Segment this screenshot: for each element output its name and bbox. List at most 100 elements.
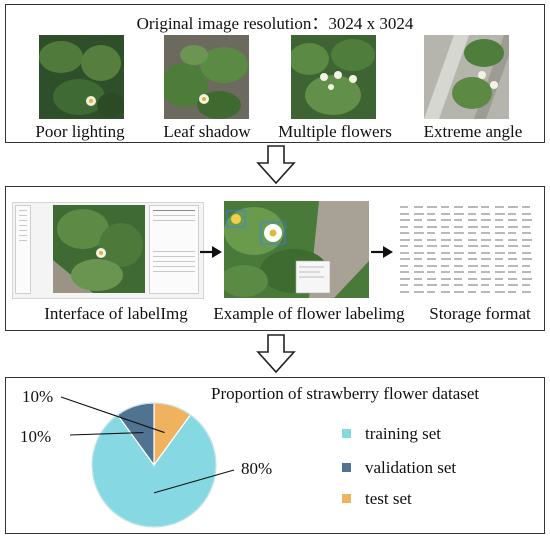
- storage-file-entry: [400, 232, 409, 234]
- storage-file-entry: [521, 212, 531, 215]
- storage-file-entry: [400, 290, 409, 293]
- labelimg-interface-screenshot: [12, 202, 204, 299]
- storage-file-entry: [481, 271, 490, 273]
- storage-file-entry: [494, 219, 503, 221]
- storage-file-entry: [454, 258, 462, 260]
- storage-file-entry: [494, 225, 504, 228]
- storage-file-entry: [467, 232, 476, 234]
- storage-file-entry: [508, 232, 516, 234]
- storage-file-entry: [427, 206, 437, 208]
- storage-file-entry: [454, 290, 464, 293]
- storage-file-entry: [400, 284, 408, 286]
- storage-file-entry: [440, 225, 449, 228]
- storage-file-entry: [494, 284, 504, 286]
- storage-file-entry: [521, 238, 532, 241]
- storage-file-entry: [508, 212, 516, 215]
- storage-file-entry: [427, 290, 435, 293]
- storage-file-entry: [494, 232, 505, 234]
- storage-file-entry: [440, 277, 451, 280]
- storage-file-entry: [400, 264, 408, 267]
- storage-file-entry: [494, 245, 504, 247]
- storage-file-entry: [454, 232, 464, 234]
- dataset-proportion-panel: Proportion of strawberry flower dataset …: [5, 377, 545, 534]
- storage-file-entry: [467, 290, 476, 293]
- storage-file-entry: [427, 264, 437, 267]
- storage-file-entry: [413, 277, 422, 280]
- storage-file-entry: [508, 225, 518, 228]
- storage-file-entry: [467, 212, 476, 215]
- storage-file-entry: [400, 212, 409, 215]
- legend-item-test: test set: [342, 489, 412, 509]
- storage-file-entry: [481, 238, 491, 241]
- storage-file-entry: [427, 251, 435, 254]
- storage-file-entry: [400, 251, 409, 254]
- pct-label-test: 10%: [22, 387, 54, 406]
- storage-file-entry: [467, 206, 478, 208]
- storage-file-entry: [467, 245, 478, 247]
- caption-labelimg-interface: Interface of labelImg: [44, 304, 188, 323]
- caption-storage-format: Storage format: [429, 304, 531, 323]
- storage-file-entry: [413, 271, 424, 273]
- storage-file-entry: [508, 251, 516, 254]
- storage-file-entry: [413, 258, 422, 260]
- storage-file-entry: [467, 225, 478, 228]
- storage-file-entry: [467, 219, 477, 221]
- storage-file-entry: [427, 271, 435, 273]
- pie-chart: [60, 396, 235, 528]
- storage-file-entry: [467, 251, 476, 254]
- storage-file-entry: [494, 271, 505, 273]
- storage-file-entry: [440, 206, 449, 208]
- storage-file-entry: [494, 277, 503, 280]
- storage-file-entry: [427, 277, 436, 280]
- storage-file-entry: [521, 284, 530, 286]
- storage-file-entry: [481, 245, 489, 247]
- storage-file-entry: [400, 271, 409, 273]
- storage-file-entry: [400, 219, 410, 221]
- caption-multiple-flowers: Multiple flowers: [278, 122, 392, 141]
- storage-file-entry: [494, 206, 504, 208]
- storage-file-entry: [413, 212, 424, 215]
- storage-file-entry: [521, 232, 531, 234]
- storage-file-entry: [494, 212, 505, 215]
- legend-item-validation: validation set: [342, 458, 456, 478]
- resolution-title: Original image resolution：3024 x 3024: [136, 14, 414, 33]
- storage-file-entry: [413, 284, 423, 286]
- storage-format-grid: [396, 203, 536, 297]
- storage-file-entry: [494, 264, 504, 267]
- storage-file-entry: [521, 277, 532, 280]
- storage-file-entry: [454, 238, 462, 241]
- storage-file-entry: [454, 212, 464, 215]
- storage-file-entry: [413, 238, 422, 241]
- storage-file-entry: [494, 251, 505, 254]
- pie-outline: [91, 402, 217, 528]
- storage-file-entry: [413, 264, 423, 267]
- storage-file-entry: [481, 264, 489, 267]
- legend-label-training: training set: [365, 424, 442, 443]
- storage-file-entry: [440, 232, 450, 234]
- storage-file-entry: [521, 225, 530, 228]
- chart-title: Proportion of strawberry flower dataset: [211, 384, 480, 403]
- storage-file-entry: [508, 219, 517, 221]
- storage-file-entry: [400, 258, 410, 260]
- storage-file-entry: [440, 271, 450, 273]
- storage-file-entry: [467, 258, 477, 260]
- legend-swatch-test: [342, 493, 351, 503]
- storage-file-entry: [521, 251, 531, 254]
- legend-swatch-validation: [342, 462, 351, 472]
- labelimg-canvas-image: [53, 205, 145, 293]
- storage-file-entry: [413, 290, 424, 293]
- caption-flower-labeling: Example of flower labelimg: [213, 304, 405, 323]
- storage-file-entry: [521, 290, 531, 293]
- storage-file-entry: [440, 258, 451, 260]
- storage-file-entry: [521, 264, 530, 267]
- storage-file-entry: [467, 271, 476, 273]
- storage-file-entry: [481, 258, 491, 260]
- storage-file-entry: [481, 232, 490, 234]
- storage-file-entry: [400, 245, 408, 247]
- storage-file-entry: [454, 219, 462, 221]
- storage-file-entry: [427, 225, 437, 228]
- storage-file-entry: [413, 232, 424, 234]
- leader-line-validation-set: [69, 432, 144, 436]
- storage-file-entry: [400, 225, 408, 228]
- storage-file-entry: [467, 277, 477, 280]
